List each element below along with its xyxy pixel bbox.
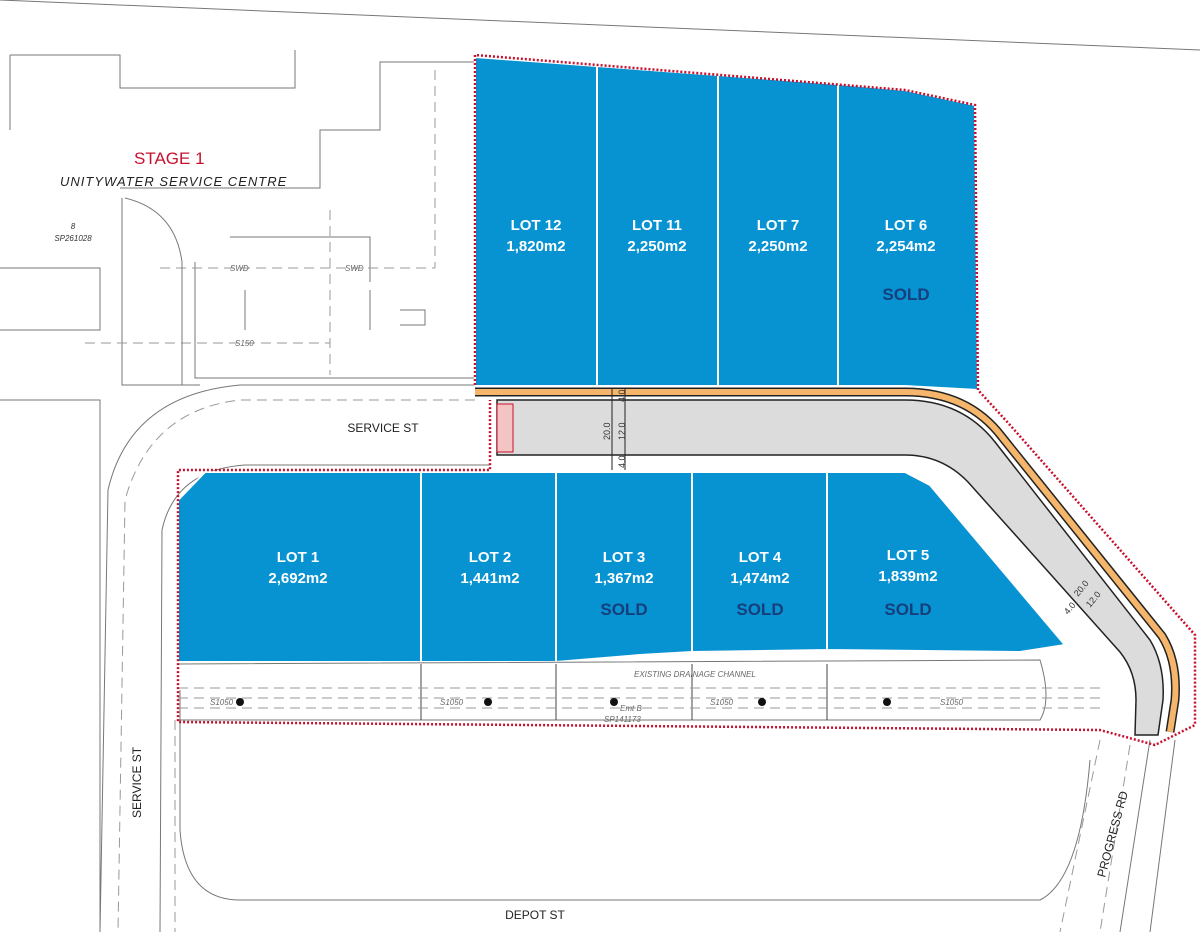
lot-area: 1,839m2 — [878, 568, 937, 585]
street-label-service-st-vertical: SERVICE ST — [130, 746, 144, 818]
lot-area: 2,692m2 — [268, 570, 327, 587]
lot-label: LOT 5 — [887, 547, 930, 564]
new-road: 20.0 12.0 4.0 4.0 20.0 12.0 4.0 — [475, 387, 1180, 736]
street-label-depot-st: DEPOT ST — [505, 908, 565, 922]
dim-verge-bottom: 4.0 — [617, 455, 627, 468]
drainage-label: EXISTING DRAINAGE CHANNEL — [634, 670, 756, 679]
lot-area: 1,474m2 — [730, 570, 789, 587]
lot-area: 2,250m2 — [627, 238, 686, 255]
lot-label: LOT 1 — [277, 549, 320, 566]
sold-badge: SOLD — [884, 600, 931, 619]
pipe-label: S1050 — [710, 698, 734, 707]
pipe-label: S1050 — [210, 698, 234, 707]
top-lots — [474, 55, 980, 392]
stormwater-label: SWD — [345, 264, 364, 273]
pipe-label: S1050 — [940, 698, 964, 707]
dim-verge-top: 4.0 — [617, 389, 627, 402]
lot-1-parcel[interactable] — [177, 471, 422, 663]
parcel-plan: SP261028 — [54, 234, 92, 243]
lot-area: 2,254m2 — [876, 238, 935, 255]
lot-area: 1,441m2 — [460, 570, 519, 587]
lot-label: LOT 6 — [885, 217, 928, 234]
stage-subtitle: UNITYWATER SERVICE CENTRE — [60, 174, 287, 189]
lot-3-parcel[interactable] — [555, 471, 693, 664]
dim-reserve: 20.0 — [602, 422, 612, 440]
sold-badge: SOLD — [882, 285, 929, 304]
parcel-lot: 8 — [71, 222, 76, 231]
lot-label: LOT 12 — [511, 217, 562, 234]
lot-area: 1,820m2 — [506, 238, 565, 255]
lot-5-parcel[interactable] — [826, 471, 1067, 654]
lot-2-parcel[interactable] — [420, 471, 557, 663]
sold-badge: SOLD — [600, 600, 647, 619]
street-label-progress-rd: PROGRESS RD — [1094, 789, 1131, 879]
lot-label: LOT 3 — [603, 549, 646, 566]
easement-label: Emt B — [620, 704, 642, 713]
stage-title: STAGE 1 — [134, 149, 205, 168]
lot-labels: LOT 12 1,820m2 LOT 11 2,250m2 LOT 7 2,25… — [268, 217, 937, 619]
easement-plan: SP141173 — [604, 715, 641, 724]
hatched-area — [496, 403, 514, 453]
lot-area: 1,367m2 — [594, 570, 653, 587]
lot-label: LOT 7 — [757, 217, 800, 234]
sold-badge: SOLD — [736, 600, 783, 619]
pipe-label: S1050 — [440, 698, 464, 707]
stormwater-label: SWD — [230, 264, 249, 273]
lot-label: LOT 2 — [469, 549, 512, 566]
site-boundary — [176, 53, 1197, 747]
drainage-channel: EXISTING DRAINAGE CHANNEL Emt B SP141173… — [177, 264, 1100, 724]
lot-label: LOT 11 — [632, 217, 682, 234]
dim-carriageway: 12.0 — [617, 422, 627, 440]
lot-6-parcel[interactable] — [837, 82, 980, 392]
lot-area: 2,250m2 — [748, 238, 807, 255]
lot-label: LOT 4 — [739, 549, 782, 566]
sewer-label: S150 — [235, 339, 254, 348]
bottom-lots — [177, 471, 1067, 664]
road-carriageway — [496, 399, 1164, 736]
street-label-service-st: SERVICE ST — [347, 421, 419, 435]
